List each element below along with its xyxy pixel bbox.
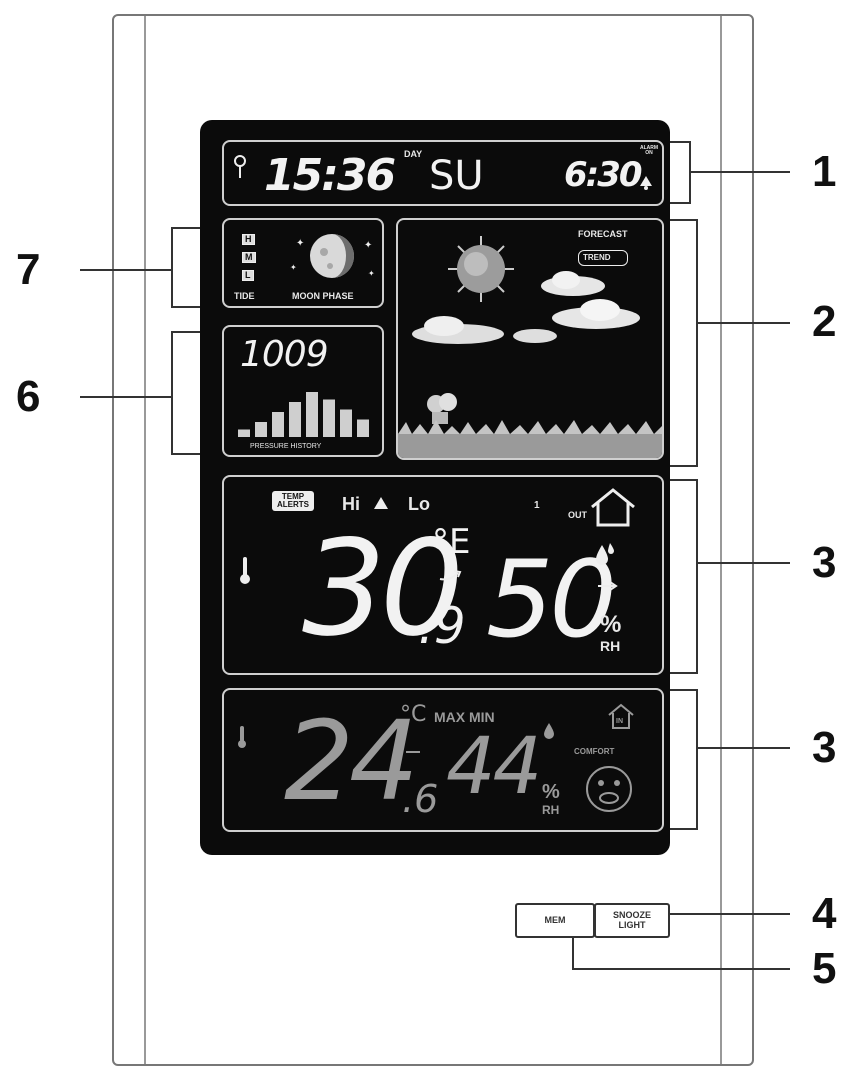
thermometer-icon	[238, 726, 246, 748]
tide-level-l: L	[242, 270, 254, 281]
trend-arrow-icon	[598, 581, 618, 591]
trend-arrow-icon	[439, 570, 462, 581]
alarm-bell-icon	[640, 176, 652, 190]
pressure-bar	[289, 402, 301, 437]
pressure-bar	[323, 399, 335, 437]
svg-text:✦: ✦	[296, 238, 304, 249]
tide-level-m: M	[242, 252, 256, 263]
clock-time: 15:36	[264, 150, 396, 201]
humidity-rh-unit: RH	[542, 803, 560, 817]
max-min-label: MAX MIN	[434, 709, 495, 725]
time-panel: 15:36 DAY SU 6:30 ALARM ON	[222, 140, 664, 206]
pressure-bar	[238, 429, 250, 437]
outdoor-temp-integer: 30	[302, 512, 464, 666]
callout-6: 6	[16, 372, 41, 421]
humidity-rh-unit: RH	[600, 638, 621, 654]
indoor-temp-decimal: .6	[402, 777, 439, 821]
channel-number: 1	[534, 500, 540, 511]
callout-5: 5	[812, 944, 837, 993]
temp-alerts-label: TEMP ALERTS	[272, 491, 314, 511]
callout-3b: 3	[812, 723, 837, 772]
alarm-label: ALARM ON	[639, 145, 659, 156]
trend-arrow-icon	[406, 751, 420, 753]
radio-signal-icon	[234, 155, 246, 178]
out-label: OUT	[568, 510, 587, 520]
moon-phase-label: MOON PHASE	[292, 291, 354, 301]
hi-label: Hi	[342, 494, 360, 514]
alarm-bell-icon	[374, 497, 388, 509]
indoor-temp-unit: °C	[400, 702, 427, 727]
pressure-value: 1009	[240, 334, 329, 375]
device-frame	[112, 14, 754, 1066]
indoor-house-icon	[608, 703, 634, 729]
tide-label: TIDE	[234, 291, 255, 301]
mem-button[interactable]: MEM	[515, 903, 595, 938]
outdoor-panel: TEMP ALERTS Hi Lo 1 OUT 30 .9 °E 50 % RH	[222, 475, 664, 675]
cloud-icon	[552, 299, 640, 329]
outdoor-temp-unit: °E	[432, 522, 471, 562]
outdoor-temp-decimal: .9	[418, 597, 466, 655]
callout-4: 4	[812, 889, 837, 938]
outdoor-humidity: 50	[486, 538, 617, 661]
tide-moon-panel: H M L TIDE ✦ ✦ ✦ ✦ MOON PHASE	[222, 218, 384, 308]
indoor-panel: 24 .6 °C MAX MIN 44 % RH IN COMFORT	[222, 688, 664, 832]
comfort-face-icon	[586, 766, 632, 812]
sun-icon	[448, 236, 514, 302]
callout-7: 7	[16, 245, 41, 294]
humidity-drop-icon	[596, 543, 614, 565]
day-of-week: SU	[429, 153, 484, 199]
callout-3a: 3	[812, 538, 837, 587]
humidity-percent-unit: %	[542, 781, 560, 803]
svg-text:✦: ✦	[368, 269, 375, 278]
tide-level-h: H	[242, 234, 255, 245]
cloud-icon	[513, 329, 557, 343]
pressure-history-chart	[238, 392, 369, 437]
alarm-time: 6:30	[564, 155, 643, 195]
comfort-label: COMFORT	[574, 747, 615, 756]
day-label: DAY	[404, 149, 423, 159]
snooze-light-button[interactable]: SNOOZE LIGHT	[594, 903, 670, 938]
lcd-screen: 15:36 DAY SU 6:30 ALARM ON H M L TIDE ✦ …	[200, 120, 670, 855]
svg-text:✦: ✦	[290, 263, 297, 272]
thermometer-icon	[240, 557, 250, 584]
grass-icon	[398, 420, 662, 458]
forecast-panel: FORECAST TREND	[396, 218, 664, 460]
outdoor-house-icon	[591, 488, 635, 527]
moon-phase-icon: ✦ ✦ ✦ ✦	[290, 234, 375, 278]
callout-2: 2	[812, 297, 837, 346]
svg-text:✦: ✦	[364, 240, 372, 251]
pressure-bar	[340, 409, 352, 437]
cloud-icon	[541, 271, 605, 296]
humidity-drop-icon	[544, 723, 554, 739]
trend-label: TREND	[578, 250, 628, 266]
lo-label: Lo	[408, 494, 430, 514]
humidity-percent-unit: %	[600, 611, 622, 638]
cloud-icon	[412, 316, 504, 344]
forecast-label: FORECAST	[578, 229, 628, 239]
indoor-temp-integer: 24	[284, 697, 419, 825]
pressure-bar	[306, 392, 318, 437]
pressure-bar	[357, 419, 369, 437]
in-label: IN	[616, 718, 623, 725]
pressure-history-label: PRESSURE HISTORY	[250, 443, 322, 450]
pressure-bar	[272, 412, 284, 437]
pressure-bar	[255, 422, 267, 437]
callout-1: 1	[812, 147, 837, 196]
pressure-panel: 1009 PRESSURE HISTORY	[222, 325, 384, 457]
indoor-humidity: 44	[446, 722, 542, 812]
